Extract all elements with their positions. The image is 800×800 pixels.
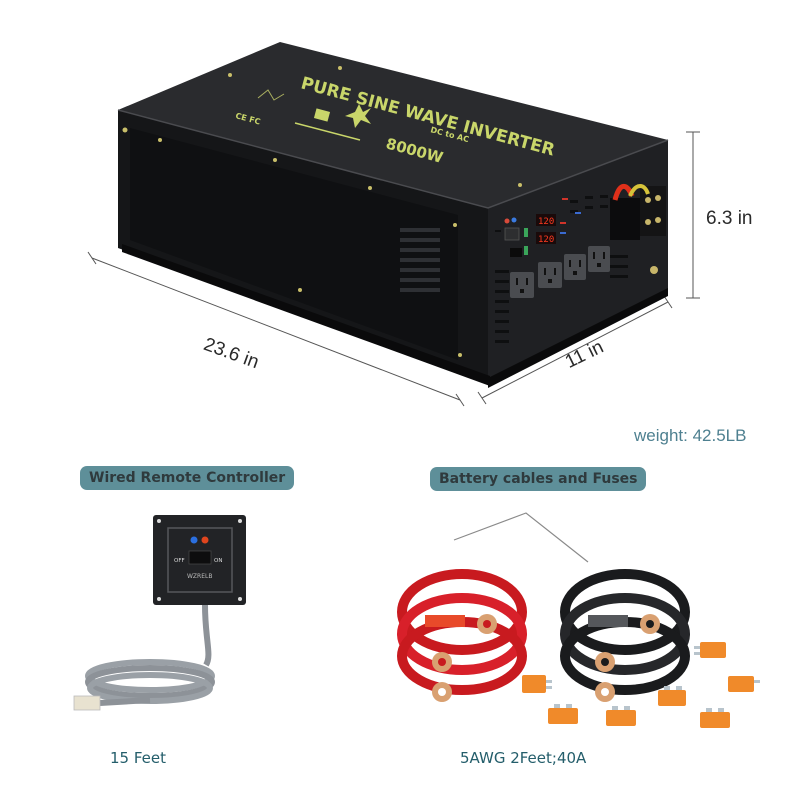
ac-outlet-4: [588, 246, 610, 272]
ac-outlet-1: [510, 272, 534, 298]
blade-fuses-image: [522, 642, 754, 728]
weight-label: weight: 42.5LB: [634, 426, 747, 445]
ac-outlet-3: [564, 254, 586, 280]
height-dimension-label: 6.3 in: [706, 208, 753, 229]
remote-controller-image: OFF ON WZRELB: [73, 515, 246, 711]
ground-terminal-icon: [650, 266, 658, 274]
svg-text:OFF: OFF: [174, 558, 185, 564]
voltage-display-1: 120: [538, 217, 554, 227]
dimension-lines: [87, 131, 700, 407]
remote-controller-title: Wired Remote Controller: [80, 466, 295, 490]
battery-terminal-block: [640, 186, 666, 236]
black-battery-cable-image: [560, 569, 690, 702]
remote-cable-length-caption: 15 Feet: [110, 749, 167, 767]
sun-icon: [345, 104, 371, 128]
svg-text:ON: ON: [214, 558, 222, 564]
remote-port[interactable]: [510, 248, 522, 257]
power-switch[interactable]: [504, 227, 520, 241]
front-panel: 120 120: [495, 183, 666, 343]
red-battery-cable-image: [397, 569, 527, 702]
power-led-icon: [511, 217, 517, 223]
remote-switch[interactable]: [188, 550, 212, 565]
battery-cables-title: Battery cables and Fuses: [430, 467, 647, 491]
fault-led-icon: [504, 218, 510, 224]
battery-cable-spec-caption: 5AWG 2Feet;40A: [460, 749, 587, 767]
ac-outlet-2: [538, 262, 562, 288]
inverter-unit: PURE SINE WAVE INVERTER 8000W DC to AC C…: [117, 42, 669, 388]
rj-connector-icon: [73, 695, 101, 711]
remote-power-led-icon: [190, 536, 198, 544]
battery-terminal-cover: [610, 198, 640, 240]
remote-fault-led-icon: [201, 536, 209, 544]
remote-brand: WZRELB: [187, 573, 212, 580]
solar-panel-icon: [313, 108, 331, 122]
voltage-display-2: 120: [538, 235, 554, 245]
signature-icon: [257, 89, 285, 101]
